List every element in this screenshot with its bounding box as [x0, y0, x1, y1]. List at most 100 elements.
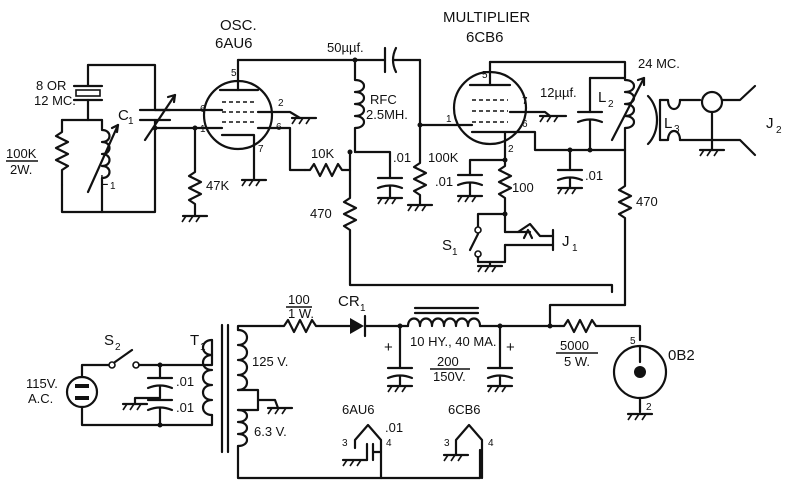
- l3-label: L: [664, 115, 672, 132]
- tube-6au6: [202, 58, 274, 151]
- ground-0b2: [626, 412, 654, 421]
- r470-right-label: 470: [636, 194, 658, 209]
- resistor-100-cathode: [497, 158, 513, 234]
- wire-top-left: [86, 63, 157, 112]
- svg-text:5: 5: [231, 68, 237, 79]
- choke-label: 10 HY., 40 MA.: [410, 334, 496, 349]
- ground-grid-100k: [406, 203, 434, 212]
- switch-s2: [108, 348, 140, 369]
- cap01-c-label: .01: [585, 168, 603, 183]
- capacitor-12uuf: [576, 76, 604, 152]
- svg-text:7: 7: [522, 96, 528, 107]
- cap-50uuf-label: 50µµf.: [327, 40, 364, 55]
- ground-j2: [698, 148, 726, 157]
- resistor-5000-5w: [558, 318, 642, 342]
- ground-line-filter: [121, 402, 149, 411]
- coax-connector: [700, 90, 724, 114]
- r100-1w-label-a: 100: [288, 292, 310, 307]
- inductor-l3: [658, 98, 682, 142]
- svg-text:2: 2: [508, 144, 514, 155]
- mc24-label: 24 MC.: [638, 56, 680, 71]
- cap01-e-label: .01: [176, 400, 194, 415]
- l1-tuning-arrow: [86, 123, 120, 194]
- capacitor-50uuf: [383, 46, 422, 74]
- resistor-47k: [187, 166, 203, 214]
- r5000-label-b: 5 W.: [564, 354, 590, 369]
- filter-capacitor-1: [386, 324, 414, 393]
- resistor-100k-2w: [54, 118, 70, 187]
- ground-47k: [181, 210, 209, 223]
- svg-text:6: 6: [522, 119, 528, 130]
- svg-text:3: 3: [342, 438, 348, 449]
- r47k-label: 47K: [206, 178, 229, 193]
- plus-1: +: [384, 339, 393, 356]
- svg-text:1: 1: [200, 124, 206, 135]
- svg-text:2: 2: [646, 402, 652, 413]
- ground-heater-6cb6: [442, 453, 470, 462]
- svg-text:5: 5: [630, 336, 636, 347]
- resistor-470-left: [342, 193, 614, 294]
- jack-j1: [503, 222, 555, 252]
- crystal-label-b: 12 MC.: [34, 93, 76, 108]
- wire-mult-plate: [488, 60, 627, 74]
- plus-2: +: [506, 339, 515, 356]
- r100-cathode-label: 100: [512, 180, 534, 195]
- svg-text:1: 1: [360, 303, 366, 314]
- r100k-grid-label: 100K: [428, 150, 459, 165]
- r100k-label-a: 100K: [6, 146, 37, 161]
- cr1-label: CR: [338, 293, 360, 310]
- v63-label: 6.3 V.: [254, 424, 287, 439]
- resistor-100-1w: [278, 318, 352, 334]
- filter-cap-label-b: 150V.: [433, 369, 466, 384]
- inductor-l2: [623, 70, 636, 152]
- ground-mult-pin7: [538, 114, 568, 123]
- c1-label: C: [118, 107, 129, 124]
- svg-text:1: 1: [452, 247, 458, 258]
- svg-text:4: 4: [488, 438, 494, 449]
- svg-text:1: 1: [446, 114, 452, 125]
- svg-text:3: 3: [674, 124, 680, 135]
- ground-osc-pin2: [290, 116, 318, 125]
- svg-text:1: 1: [572, 243, 578, 254]
- svg-text:1: 1: [200, 342, 206, 353]
- s1-label: S: [442, 237, 452, 254]
- capacitor-01-c: [556, 148, 584, 195]
- capacitor-01-b: [456, 173, 484, 203]
- wire-heater: [236, 444, 482, 480]
- multiplier-tube-label: 6CB6: [466, 29, 504, 46]
- v125-label: 125 V.: [252, 354, 288, 369]
- cap12-label: 12µµf.: [540, 85, 577, 100]
- transformer-t1: [201, 323, 249, 454]
- l1-label: L: [100, 172, 108, 189]
- osc-title: OSC.: [220, 17, 257, 34]
- heater-6au6-label: 6AU6: [342, 402, 375, 417]
- rfc-label-a: RFC: [370, 92, 397, 107]
- osc-tube-label: 6AU6: [215, 35, 253, 52]
- resistor-470-right: [617, 148, 633, 307]
- svg-text:3: 3: [444, 438, 450, 449]
- svg-text:7: 7: [258, 144, 264, 155]
- ground-heater-6au6: [341, 458, 369, 467]
- crystal: [72, 63, 104, 117]
- heater-6cb6: [454, 423, 484, 480]
- svg-text:5: 5: [482, 70, 488, 81]
- resistor-10k: [303, 162, 352, 178]
- cap01-d-label: .01: [176, 374, 194, 389]
- svg-text:4: 4: [386, 438, 392, 449]
- capacitor-01-e: [146, 398, 174, 427]
- tube-6cb6: [452, 60, 528, 152]
- capacitor-c1-variable: [138, 93, 177, 152]
- t1-label: T: [190, 332, 199, 349]
- capacitor-01-d: [146, 363, 174, 400]
- tube-0b2: [612, 344, 668, 414]
- choke-10hy: [406, 306, 482, 328]
- capacitor-01-f: [365, 442, 383, 462]
- diode-cr1: [350, 314, 367, 338]
- rfc-choke: [353, 58, 366, 154]
- rfc-label-b: 2.5MH.: [366, 107, 408, 122]
- heater-6cb6-label: 6CB6: [448, 402, 481, 417]
- r5000-label-a: 5000: [560, 338, 589, 353]
- ground-transformer: [266, 406, 294, 415]
- r100k-label-b: 2W.: [10, 162, 32, 177]
